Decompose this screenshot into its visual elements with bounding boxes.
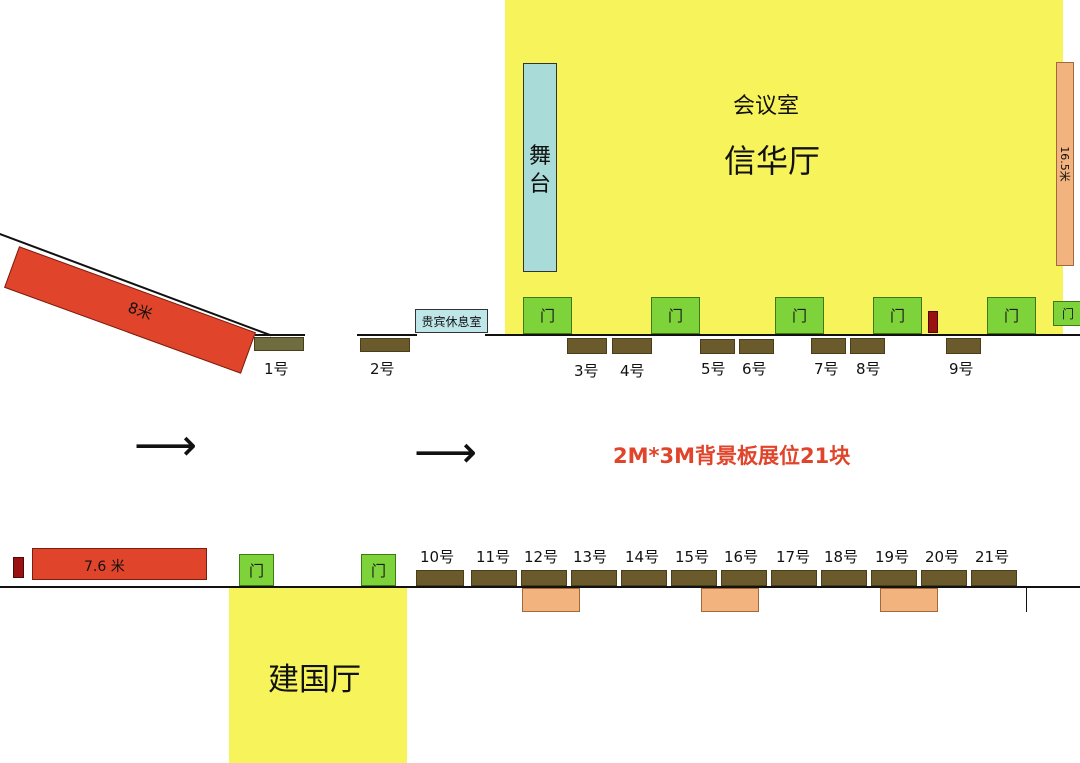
booth-17-label: 17号 (776, 548, 811, 566)
booth-20 (921, 570, 967, 586)
booth-15 (671, 570, 717, 586)
bottom-panel-dimension: 7.6 米 (84, 559, 125, 575)
small-marker-bottom (13, 557, 24, 578)
door-top-1: 门 (523, 297, 572, 334)
booth-14-label: 14号 (625, 548, 660, 566)
booth-15-label: 15号 (675, 548, 710, 566)
booth-21 (971, 570, 1017, 586)
booth-6 (739, 339, 774, 354)
booth-8 (850, 338, 885, 354)
booth-5 (700, 339, 735, 354)
pillar-1 (522, 588, 580, 612)
door-bottom-1: 门 (239, 554, 274, 586)
booth-9-label: 9号 (949, 360, 974, 378)
booth-6-label: 6号 (742, 360, 767, 378)
booth-10 (416, 570, 464, 586)
xinhua-hall-title: 信华厅 (724, 142, 821, 180)
booth-11 (471, 570, 517, 586)
vip-room: 贵宾休息室 (415, 309, 488, 333)
booth-17 (771, 570, 817, 586)
booth-9 (946, 338, 981, 354)
booth-21-label: 21号 (975, 548, 1010, 566)
top-wall-line-left (357, 334, 417, 336)
jianguo-hall-title: 建国厅 (268, 662, 361, 698)
door-top-3: 门 (775, 297, 824, 334)
right-wall-dimension: 16.5米 (1058, 146, 1071, 182)
booth-13 (571, 570, 617, 586)
booth-8-label: 8号 (856, 360, 881, 378)
booth-16-label: 16号 (724, 548, 759, 566)
stage-label: 舞台 (528, 144, 551, 197)
booth-11-label: 11号 (476, 548, 511, 566)
booth-4 (612, 338, 652, 354)
booth-18 (821, 570, 867, 586)
booth-12-label: 12号 (524, 548, 559, 566)
booth-19 (871, 570, 917, 586)
booth-14 (621, 570, 667, 586)
booth-13-label: 13号 (573, 548, 608, 566)
right-wall-strip (1056, 62, 1074, 266)
bottom-wall-line (0, 586, 1080, 588)
top-wall-line (485, 334, 1080, 336)
xinhua-hall (505, 0, 1063, 336)
door-top-4: 门 (873, 297, 922, 334)
wall-end-tick (1026, 588, 1027, 612)
arrow-right-icon-1: ⟶ (134, 420, 198, 471)
top-wall-line-short (255, 334, 305, 336)
booth-10-label: 10号 (420, 548, 455, 566)
booth-7 (811, 338, 846, 354)
booth-2-label: 2号 (370, 360, 395, 378)
headline: 2M*3M背景板展位21块 (613, 444, 851, 468)
bottom-panel-7-6m (32, 548, 207, 580)
booth-4-label: 4号 (620, 362, 645, 380)
booth-7-label: 7号 (814, 360, 839, 378)
small-marker-top (928, 311, 938, 333)
pillar-3 (880, 588, 938, 612)
booth-16 (721, 570, 767, 586)
booth-5-label: 5号 (701, 360, 726, 378)
booth-3-label: 3号 (574, 362, 599, 380)
booth-12 (521, 570, 567, 586)
booth-19-label: 19号 (875, 548, 910, 566)
booth-1 (254, 337, 304, 351)
meeting-room-label: 会议室 (733, 94, 800, 119)
booth-18-label: 18号 (824, 548, 859, 566)
door-bottom-2: 门 (361, 554, 396, 586)
door-top-2: 门 (651, 297, 700, 334)
arrow-right-icon-2: ⟶ (414, 427, 478, 478)
booth-3 (567, 338, 607, 354)
pillar-2 (701, 588, 759, 612)
door-top-6: 门 (1053, 301, 1080, 326)
booth-1-label: 1号 (264, 360, 289, 378)
booth-2 (360, 338, 410, 352)
booth-20-label: 20号 (925, 548, 960, 566)
door-top-5: 门 (987, 297, 1036, 334)
stage (523, 63, 557, 272)
jianguo-hall (229, 588, 407, 763)
